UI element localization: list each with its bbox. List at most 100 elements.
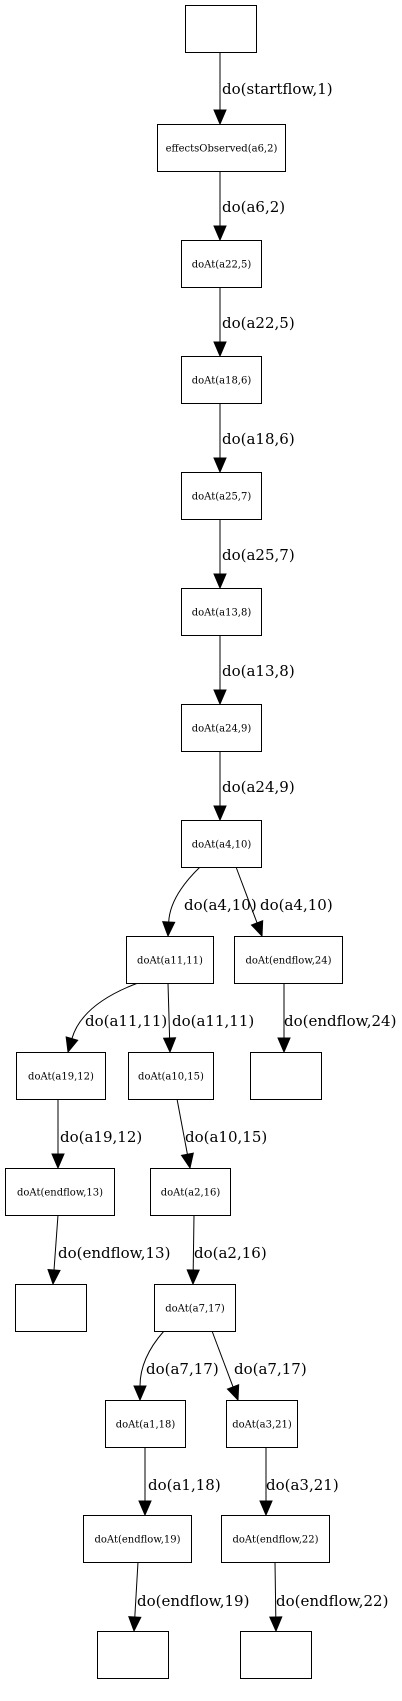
edge-label: do(a11,11) [85,1012,167,1030]
node: doAt(a2,16) [150,1168,231,1216]
arrowhead-icon [213,109,227,126]
edge-label: do(a18,6) [222,430,295,448]
edge: do(a7,17) [211,1330,307,1402]
edge: do(a13,8) [213,635,295,706]
arrowhead-icon [213,225,227,242]
node-label: doAt(a25,7) [192,492,252,503]
edge: do(a18,6) [213,403,295,474]
node-label: doAt(a11,11) [137,956,203,967]
node [97,1631,169,1679]
node: doAt(a19,12) [16,1052,106,1100]
node-label: doAt(endflow,22) [232,1535,318,1546]
node [15,1284,87,1332]
node: doAt(endflow,22) [221,1515,330,1563]
edge-label: do(a24,9) [222,778,295,796]
edge-label: do(a4,10) [260,896,333,914]
node-box [128,1052,214,1100]
edge-label: do(a13,8) [222,662,295,680]
edge: do(a2,16) [186,1214,267,1286]
arrowhead-icon [213,457,227,474]
edge-line [167,982,171,1039]
node-label: doAt(endflow,24) [245,956,331,967]
edge-line [235,866,258,924]
edge: do(a7,17) [133,1330,219,1402]
edge-label: do(endflow,24) [284,1012,396,1030]
node-box [126,936,214,984]
node-box [226,1400,298,1448]
edge-label: do(a25,7) [222,546,295,564]
node-label: doAt(a19,12) [28,1072,94,1083]
arrowhead-icon [213,805,227,822]
node-box [105,1400,186,1448]
node-box [16,1052,106,1100]
node: doAt(a13,8) [181,588,262,636]
node-label: doAt(endflow,19) [94,1535,180,1546]
node-label: doAt(a10,15) [138,1072,204,1083]
arrowhead-icon [128,1616,142,1633]
node-label: doAt(a1,18) [116,1420,176,1431]
edge: do(a11,11) [65,982,167,1054]
edge: do(a4,10) [235,866,333,938]
edge-label: do(endflow,13) [58,1244,170,1262]
edge-label: do(a6,2) [222,198,285,216]
node: doAt(a22,5) [181,240,262,288]
arrowhead-icon [213,341,227,358]
edge: do(a24,9) [213,751,295,822]
node: doAt(endflow,19) [83,1515,192,1563]
edge: do(a3,21) [259,1447,339,1517]
node-label: doAt(a22,5) [192,260,252,271]
edge-label: do(endflow,19) [137,1592,249,1610]
node: doAt(a11,11) [126,936,214,984]
node-box [181,472,262,520]
node-label: doAt(a18,6) [192,376,252,387]
node-label: doAt(a13,8) [192,608,252,619]
arrowhead-icon [138,1500,152,1517]
node-box [240,1631,312,1679]
node-box [15,1284,87,1332]
edge-label: do(a11,11) [172,1012,254,1030]
node-box [234,936,343,984]
node: doAt(a18,6) [181,356,262,404]
node-label: effectsObserved(a6,2) [166,144,278,155]
node-label: doAt(a7,17) [165,1304,225,1315]
edge: do(endflow,22) [269,1561,388,1633]
node-box [181,356,262,404]
edge-line [168,866,201,923]
edge-line [134,1561,139,1618]
edge: do(a10,15) [176,1098,267,1170]
node: doAt(a24,9) [181,704,262,752]
edge-label: do(a7,17) [146,1360,219,1378]
node: doAt(a25,7) [181,472,262,520]
nodes-layer: effectsObserved(a6,2) doAt(a22,5) doAt(a18… [5,5,343,1679]
edge-line [53,1214,59,1271]
node-box [250,1052,322,1100]
edge-line [211,1330,234,1388]
edge: do(a1,18) [138,1447,221,1517]
node-box [97,1631,169,1679]
edge: do(endflow,19) [128,1561,249,1633]
node-box [83,1515,192,1563]
arrowhead-icon [133,1385,147,1402]
node: doAt(endflow,13) [5,1168,115,1216]
edge-label: do(startflow,1) [222,80,333,98]
edge-label: do(a4,10) [184,896,257,914]
edge-line [139,1330,165,1387]
edge: do(startflow,1) [213,52,333,126]
arrowhead-icon [277,1037,291,1054]
node: doAt(endflow,24) [234,936,343,984]
arrowhead-icon [161,921,176,938]
edge-line [192,1214,195,1271]
edges-layer: do(startflow,1) do(a6,2) do(a22,5) do(a18,6… [47,52,396,1633]
node-box [157,124,286,172]
edge: do(a22,5) [213,287,295,358]
arrowhead-icon [180,1152,194,1170]
arrowhead-icon [226,1384,240,1402]
edge: do(a25,7) [213,519,295,590]
node-label: doAt(a3,21) [232,1420,292,1431]
edge-label: do(a1,18) [148,1476,221,1494]
node: doAt(a7,17) [154,1284,236,1332]
node: doAt(a1,18) [105,1400,186,1448]
edge-label: do(a10,15) [185,1128,267,1146]
edge-label: do(a22,5) [222,314,295,332]
